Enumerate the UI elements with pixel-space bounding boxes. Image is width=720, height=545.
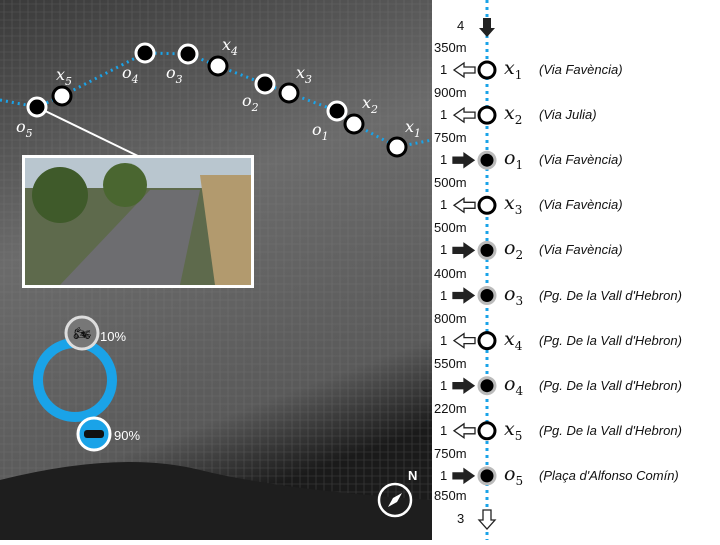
map-svg: x1 x2 o1 x3 o2 x4 o3 o4 x5 o5 🏍 10% 90% N (0, 0, 433, 540)
origin-node (477, 286, 497, 305)
origin-marker-o5 (26, 96, 48, 118)
origin-marker-o4 (134, 42, 156, 64)
destination-marker-x1 (386, 136, 408, 158)
marker-label-x5: x5 (56, 65, 72, 88)
arrow-in-icon (452, 467, 476, 485)
node-symbol: x2 (504, 102, 523, 127)
inset-photo (22, 155, 254, 288)
destination-marker-x2 (343, 113, 365, 135)
bottom-count: 3 (457, 511, 465, 526)
marker-label-x3: x3 (296, 63, 312, 86)
segment-distance: 400m (434, 265, 467, 281)
destination-node (477, 60, 497, 80)
aerial-map: x1 x2 o1 x3 o2 x4 o3 o4 x5 o5 🏍 10% 90% N (0, 0, 433, 540)
car-share: 90% (114, 428, 140, 443)
flow-count: 1 (440, 107, 448, 123)
street-name: (Pg. De la Vall d'Hebron) (539, 422, 682, 438)
origin-marker-o1 (326, 100, 348, 122)
arrow-out-icon (452, 332, 476, 349)
node-symbol: x4 (504, 327, 523, 353)
segment-distance: 750m (434, 130, 467, 146)
street-name: (Via Favència) (539, 152, 623, 168)
flow-count: 1 (440, 197, 448, 213)
marker-label-o1: o1 (312, 120, 329, 143)
destination-node (477, 421, 497, 441)
arrow-in-icon (452, 287, 476, 304)
street-name: (Via Favència) (539, 197, 623, 213)
compass-north: N (408, 468, 417, 483)
svg-text:🏍: 🏍 (73, 325, 91, 341)
inset-pointer (36, 106, 141, 158)
destination-node (477, 105, 497, 125)
node-symbol: o1 (504, 147, 524, 172)
flow-count: 1 (440, 287, 448, 303)
segment-distance: 750m (434, 445, 467, 461)
node-symbol: o2 (504, 237, 524, 263)
marker-label-o2: o2 (242, 91, 259, 114)
destination-marker-x4 (207, 55, 229, 77)
final-distance: 850m (434, 488, 467, 503)
destination-marker-x3 (278, 82, 300, 104)
origin-node (477, 376, 497, 396)
marker-label-x2: x2 (362, 93, 378, 116)
street-name: (Pg. De la Vall d'Hebron) (539, 332, 682, 348)
arrow-down-outline-icon (477, 509, 497, 530)
marker-label-x1: x1 (405, 117, 421, 140)
marker-label-o3: o3 (166, 63, 183, 86)
origin-marker-o3 (177, 43, 199, 65)
node-symbol: o3 (504, 282, 524, 308)
arrow-out-icon (452, 61, 476, 79)
route-panel: 4 850m 3 350m 1 x1 (Via Favència)900m 1 … (432, 0, 720, 540)
street-name: (Pg. De la Vall d'Hebron) (539, 377, 682, 393)
segment-distance: 220m (434, 400, 467, 416)
flow-count: 1 (440, 242, 448, 258)
motorbike-icon (64, 315, 100, 351)
street-name: (Via Julia) (539, 107, 597, 123)
street-name: (Pg. De la Vall d'Hebron) (539, 287, 682, 303)
origin-node (477, 466, 497, 486)
origin-node (477, 240, 497, 260)
sea (0, 462, 432, 540)
arrow-in-icon (452, 242, 476, 259)
node-symbol: x5 (504, 417, 523, 443)
arrow-out-icon (452, 106, 476, 124)
street-name: (Via Favència) (539, 62, 623, 77)
node-symbol: x1 (504, 57, 523, 82)
destination-node (477, 195, 497, 215)
marker-label-o4: o4 (122, 63, 139, 86)
flow-count: 1 (440, 377, 448, 393)
node-symbol: o4 (504, 372, 524, 398)
node-symbol: x3 (504, 192, 523, 218)
street-name: (Plaça d'Alfonso Comín) (539, 467, 679, 483)
arrow-in-icon (452, 377, 476, 394)
flow-count: 1 (440, 152, 448, 168)
compass-icon (377, 482, 413, 518)
marker-label-x4: x4 (222, 35, 238, 58)
flow-count: 1 (440, 467, 448, 483)
flow-count: 1 (440, 332, 448, 348)
arrow-out-icon (452, 197, 476, 214)
arrow-out-icon (452, 422, 476, 440)
motorbike-share: 10% (100, 329, 126, 344)
segment-distance: 900m (434, 85, 467, 101)
segment-distance: 550m (434, 355, 467, 371)
origin-marker-o2 (254, 73, 276, 95)
arrow-down-filled-icon (479, 18, 495, 37)
segment-distance: 500m (434, 175, 467, 191)
segment-distance: 350m (434, 40, 467, 55)
node-symbol: o5 (504, 462, 524, 488)
destination-marker-x5 (51, 85, 73, 107)
destination-node (477, 331, 497, 351)
segment-distance: 500m (434, 220, 467, 236)
origin-node (477, 150, 497, 170)
street-name: (Via Favència) (539, 242, 623, 258)
flow-count: 1 (440, 62, 448, 77)
flow-count: 1 (440, 422, 448, 438)
top-count: 4 (457, 18, 465, 33)
marker-label-o5: o5 (16, 117, 33, 140)
arrow-in-icon (452, 151, 476, 169)
segment-distance: 800m (434, 310, 467, 326)
